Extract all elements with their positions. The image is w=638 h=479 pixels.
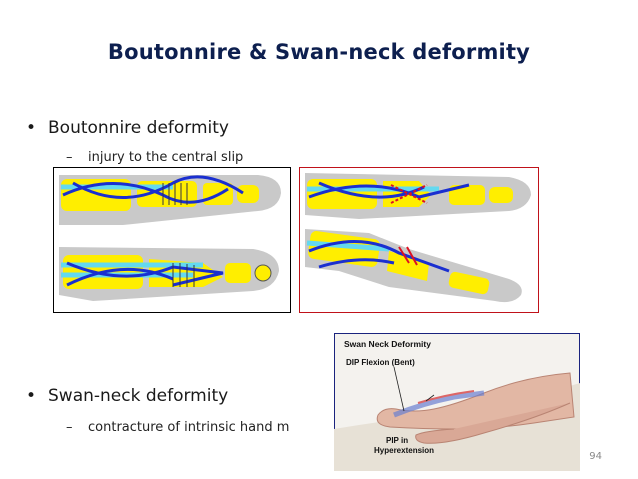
dash-icon: –	[66, 150, 73, 165]
bullet-dot-icon: •	[26, 386, 37, 406]
swan-figure-title: Swan Neck Deformity	[344, 339, 431, 349]
finger-anatomy-illustration	[53, 167, 291, 313]
page-number: 94	[589, 451, 602, 462]
label-dip-flexion: DIP Flexion (Bent)	[346, 358, 415, 367]
boutonniere-diagram-left	[53, 167, 291, 313]
subbullet-boutonniere: –injury to the central slip	[66, 150, 243, 165]
swan-neck-illustration: Swan Neck Deformity DIP Flexion (Bent) P…	[334, 333, 580, 471]
swan-neck-hand-illustration: Swan Neck Deformity DIP Flexion (Bent) P…	[334, 333, 580, 471]
subbullet-label: contracture of intrinsic hand m	[88, 420, 290, 435]
bullet-swan-neck: • Swan-neck deformity	[26, 386, 228, 406]
dash-icon: –	[66, 420, 73, 435]
bullet-boutonniere: • Boutonnire deformity	[26, 118, 229, 138]
subbullet-label: injury to the central slip	[88, 150, 244, 165]
finger-deformity-illustration	[299, 167, 539, 313]
label-pip-line2: Hyperextension	[374, 446, 434, 455]
boutonniere-diagram-right	[299, 167, 539, 313]
slide-title: Boutonnire & Swan-neck deformity	[107, 40, 531, 64]
label-pip-line1: PIP in	[386, 436, 408, 445]
bullet-label: Boutonnire deformity	[48, 118, 229, 138]
subbullet-swan-neck: –contracture of intrinsic hand m	[66, 420, 289, 435]
bullet-dot-icon: •	[26, 118, 37, 138]
bullet-label: Swan-neck deformity	[48, 386, 229, 406]
